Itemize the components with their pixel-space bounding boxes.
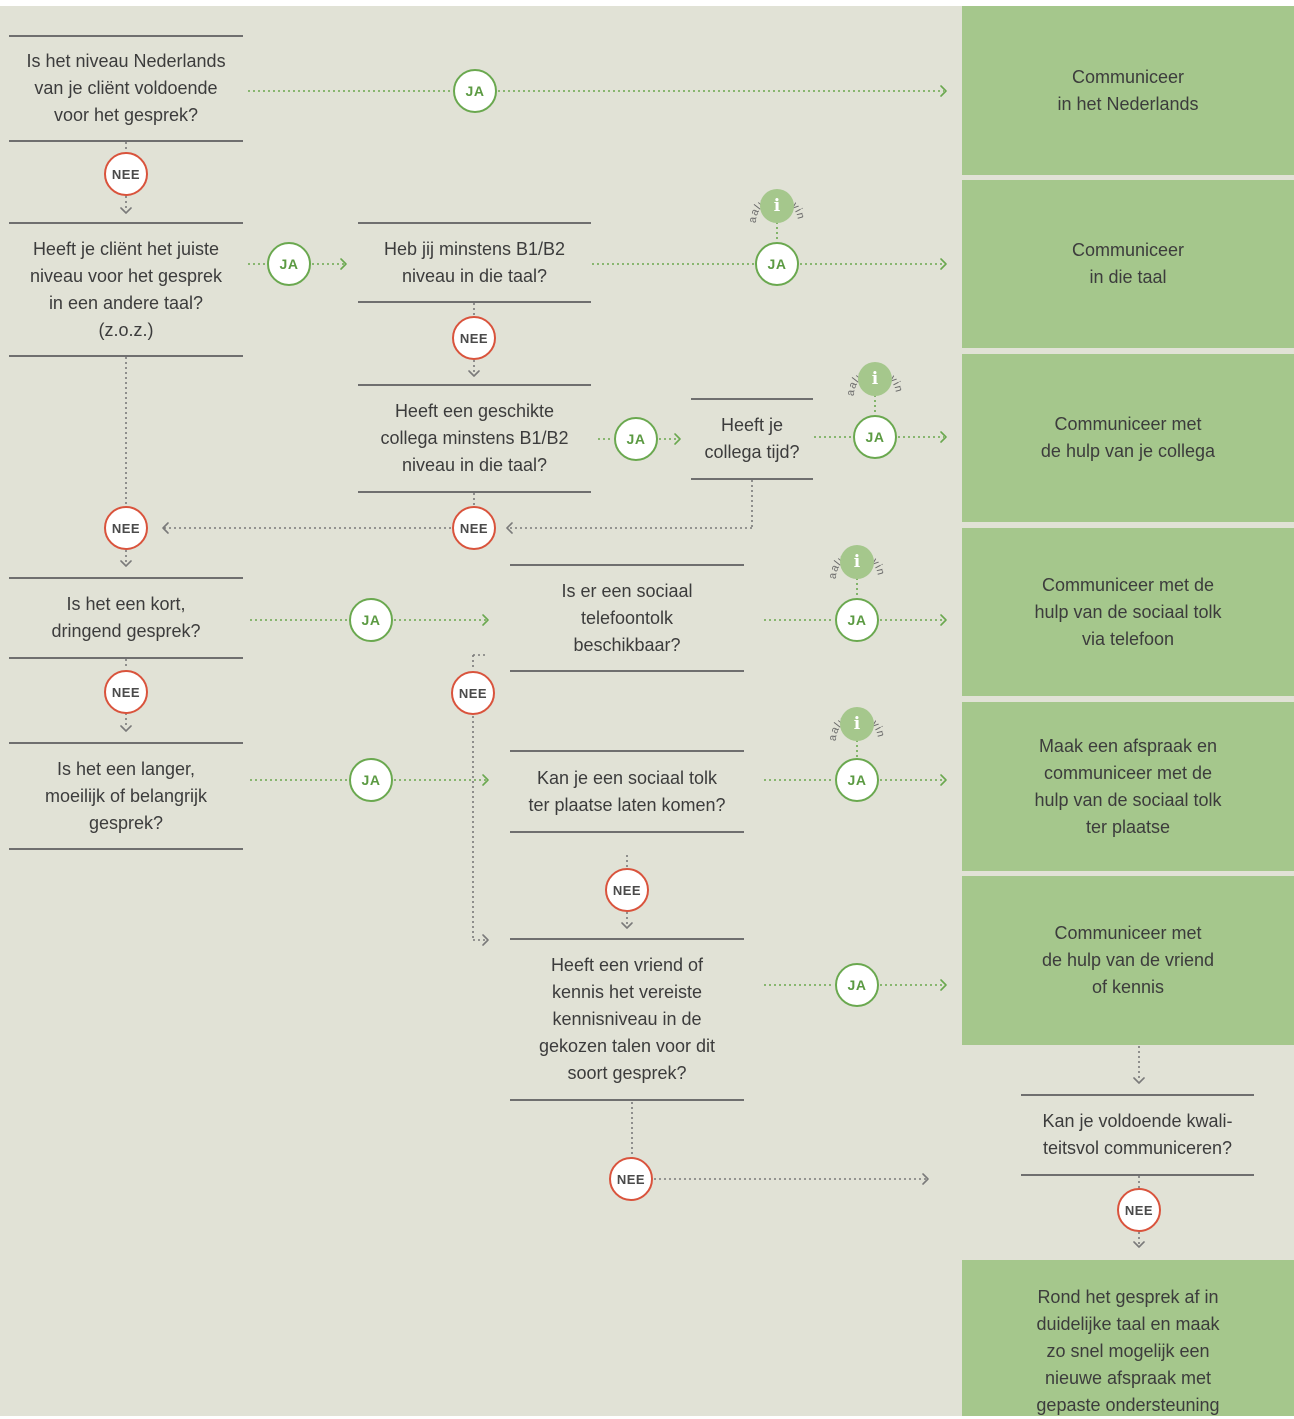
question-onsite-interpreter: Kan je een sociaal tolk ter plaatse late…	[510, 750, 744, 833]
no-badge: NEE	[1117, 1188, 1161, 1232]
no-badge: NEE	[609, 1157, 653, 1201]
outcome-other-language: Communiceer in die taal	[962, 180, 1294, 348]
yes-badge: JA	[267, 242, 311, 286]
no-badge: NEE	[104, 152, 148, 196]
no-badge: NEE	[452, 506, 496, 550]
info-icon[interactable]: i	[760, 189, 794, 223]
question-colleague-level: Heeft een geschikte collega minstens B1/…	[358, 384, 591, 493]
no-connectors	[125, 142, 1140, 1244]
outcome-end-conversation: Rond het gesprek af in duidelijke taal e…	[962, 1260, 1294, 1416]
yes-badge: JA	[835, 598, 879, 642]
question-phone-interpreter: Is er een sociaal telefoontolk beschikba…	[510, 564, 744, 672]
no-arrowheads	[120, 207, 1145, 1248]
no-badge: NEE	[605, 868, 649, 912]
info-icon[interactable]: i	[840, 707, 874, 741]
yes-badge: JA	[349, 598, 393, 642]
no-badge: NEE	[451, 671, 495, 715]
question-own-level: Heb jij minstens B1/B2 niveau in die taa…	[358, 222, 591, 303]
no-badge: NEE	[104, 506, 148, 550]
outcome-dutch: Communiceer in het Nederlands	[962, 6, 1294, 175]
question-dutch-level: Is het niveau Nederlands van je cliënt v…	[9, 35, 243, 142]
yes-arrowheads	[340, 85, 947, 991]
info-icon[interactable]: i	[858, 362, 892, 396]
yes-badge: JA	[755, 242, 799, 286]
outcome-phone-interpreter: Communiceer met de hulp van de sociaal t…	[962, 528, 1294, 696]
yes-badge: JA	[453, 69, 497, 113]
question-colleague-time: Heeft je collega tijd?	[691, 398, 813, 480]
question-long-important: Is het een langer, moeilijk of belangrij…	[9, 742, 243, 850]
yes-badge: JA	[349, 758, 393, 802]
no-badge: NEE	[452, 316, 496, 360]
no-badge: NEE	[104, 670, 148, 714]
question-client-other-language: Heeft je cliënt het juiste niveau voor h…	[9, 222, 243, 357]
yes-badge: JA	[614, 417, 658, 461]
question-short-urgent: Is het een kort, dringend gesprek?	[9, 577, 243, 659]
outcome-onsite-interpreter: Maak een afspraak en communiceer met de …	[962, 702, 1294, 871]
outcome-colleague: Communiceer met de hulp van je collega	[962, 354, 1294, 522]
question-quality-communication: Kan je voldoende kwali- teitsvol communi…	[1021, 1094, 1254, 1176]
yes-connectors	[248, 90, 944, 986]
outcome-friend: Communiceer met de hulp van de vriend of…	[962, 876, 1294, 1045]
yes-badge: JA	[835, 963, 879, 1007]
yes-badge: JA	[835, 758, 879, 802]
question-friend-acquaintance: Heeft een vriend of kennis het vereiste …	[510, 938, 744, 1101]
yes-badge: JA	[853, 415, 897, 459]
info-icon[interactable]: i	[840, 545, 874, 579]
